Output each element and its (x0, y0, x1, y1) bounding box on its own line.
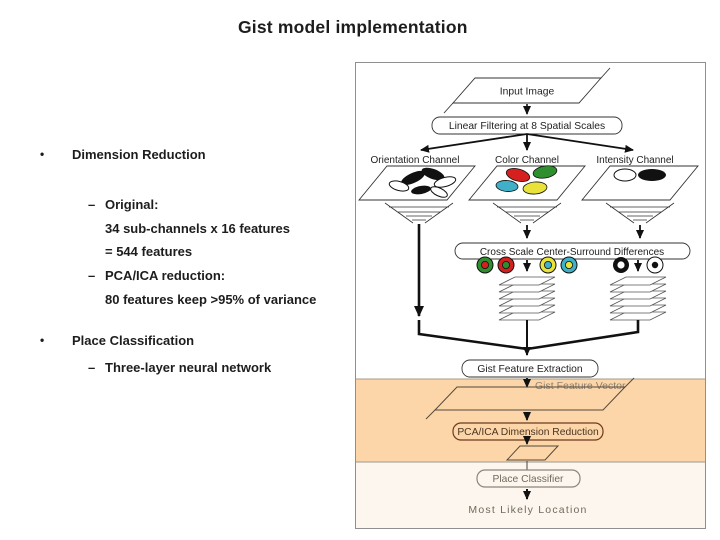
center-surround-icon-red-green (497, 256, 515, 274)
place-classifier-node: Place Classifier (476, 469, 581, 488)
sub-line: 34 sub-channels x 16 features (88, 217, 316, 241)
linear-filtering-label: Linear Filtering at 8 Spatial Scales (449, 121, 605, 132)
gist-extraction-label: Gist Feature Extraction (477, 364, 583, 375)
intensity-blob-black (638, 169, 666, 181)
page-title: Gist model implementation (238, 17, 468, 37)
orientation-blob (421, 167, 445, 181)
orientation-channel-thumbnail (358, 165, 476, 224)
orientation-blob (433, 176, 457, 188)
sub-line: 80 features keep >95% of variance (88, 288, 316, 312)
bullet-place-classification: • Place Classification (40, 333, 194, 348)
orientation-blob (430, 186, 448, 198)
gist-vector-label: Gist Feature Vector (535, 380, 626, 392)
sub-text: = 544 features (105, 244, 193, 260)
highlight-band-orange (355, 379, 706, 462)
sub-line: = 544 features (88, 240, 316, 264)
scale-pyramid (384, 202, 454, 224)
intensity-blob-white (613, 168, 637, 182)
converge-left (417, 320, 528, 351)
linear-filtering-node: Linear Filtering at 8 Spatial Scales (431, 116, 623, 135)
center-surround-icons (476, 256, 664, 274)
diagram-border (355, 62, 706, 529)
orientation-blob (401, 170, 425, 186)
band-cream (355, 462, 706, 529)
sub-text: Three-layer neural network (105, 360, 272, 375)
sub-text: PCA/ICA reduction: (105, 268, 226, 284)
gist-vector-node (425, 377, 635, 420)
color-channel-label: Color Channel (495, 155, 559, 166)
color-blob-yellow (522, 181, 548, 195)
dash-icon: – (88, 197, 96, 212)
sub-text: Original: (105, 197, 159, 212)
sub-list-dimension-reduction: – Original: 34 sub-channels x 16 feature… (88, 193, 316, 311)
center-surround-icon-white-black (646, 256, 664, 274)
sub-text: 34 sub-channels x 16 features (105, 220, 290, 236)
sub-text: 80 features keep >95% of variance (105, 291, 317, 307)
arrow-to-orientation (420, 133, 528, 153)
center-surround-icon-yellow-cyan (539, 256, 557, 274)
bullet-label: Place Classification (72, 333, 195, 348)
scale-pyramid (492, 202, 562, 224)
cross-scale-label: Cross Scale Center-Surround Differences (480, 247, 664, 258)
color-channel-thumbnail (468, 165, 586, 224)
input-image-label: Input Image (500, 87, 555, 98)
orientation-blob (388, 180, 410, 192)
sub-line: – PCA/ICA reduction: (88, 264, 316, 288)
gist-model-diagram: Input Image Linear Filtering at 8 Spatia… (355, 62, 706, 529)
center-surround-icon-black-white (613, 257, 629, 273)
intensity-channel-thumbnail (581, 165, 699, 224)
gist-extraction-node: Gist Feature Extraction (461, 359, 599, 378)
input-image-node: Input Image (443, 67, 611, 114)
dash-icon: – (88, 360, 96, 375)
color-blob-cyan (495, 180, 519, 192)
center-surround-icon-cyan-yellow (560, 256, 578, 274)
sub-list-place-classification: – Three-layer neural network (88, 356, 271, 380)
bullet-dimension-reduction: • Dimension Reduction (40, 147, 206, 162)
place-classifier-label: Place Classifier (493, 474, 565, 485)
most-likely-location-label: Most Likely Location (468, 504, 587, 516)
dash-icon: – (88, 268, 96, 284)
bullet-icon: • (40, 147, 45, 161)
sub-line: – Original: (88, 193, 316, 217)
orientation-channel-label: Orientation Channel (371, 155, 460, 166)
center-surround-icon-green-red (476, 256, 494, 274)
diagram-panel: Input Image Linear Filtering at 8 Spatia… (355, 62, 706, 529)
pca-reduction-label: PCA/ICA Dimension Reduction (457, 427, 599, 438)
color-blob-red (505, 168, 531, 182)
reduced-vector-node (505, 445, 560, 461)
intensity-channel-label: Intensity Channel (596, 155, 673, 166)
sub-line: – Three-layer neural network (88, 356, 271, 380)
converge-right (526, 320, 640, 351)
bullet-label: Dimension Reduction (72, 147, 206, 162)
bullet-icon: • (40, 333, 45, 347)
color-blob-green (532, 165, 558, 179)
arrow-to-intensity (526, 133, 634, 153)
orientation-blob (411, 185, 431, 195)
scale-pyramid (605, 202, 675, 224)
